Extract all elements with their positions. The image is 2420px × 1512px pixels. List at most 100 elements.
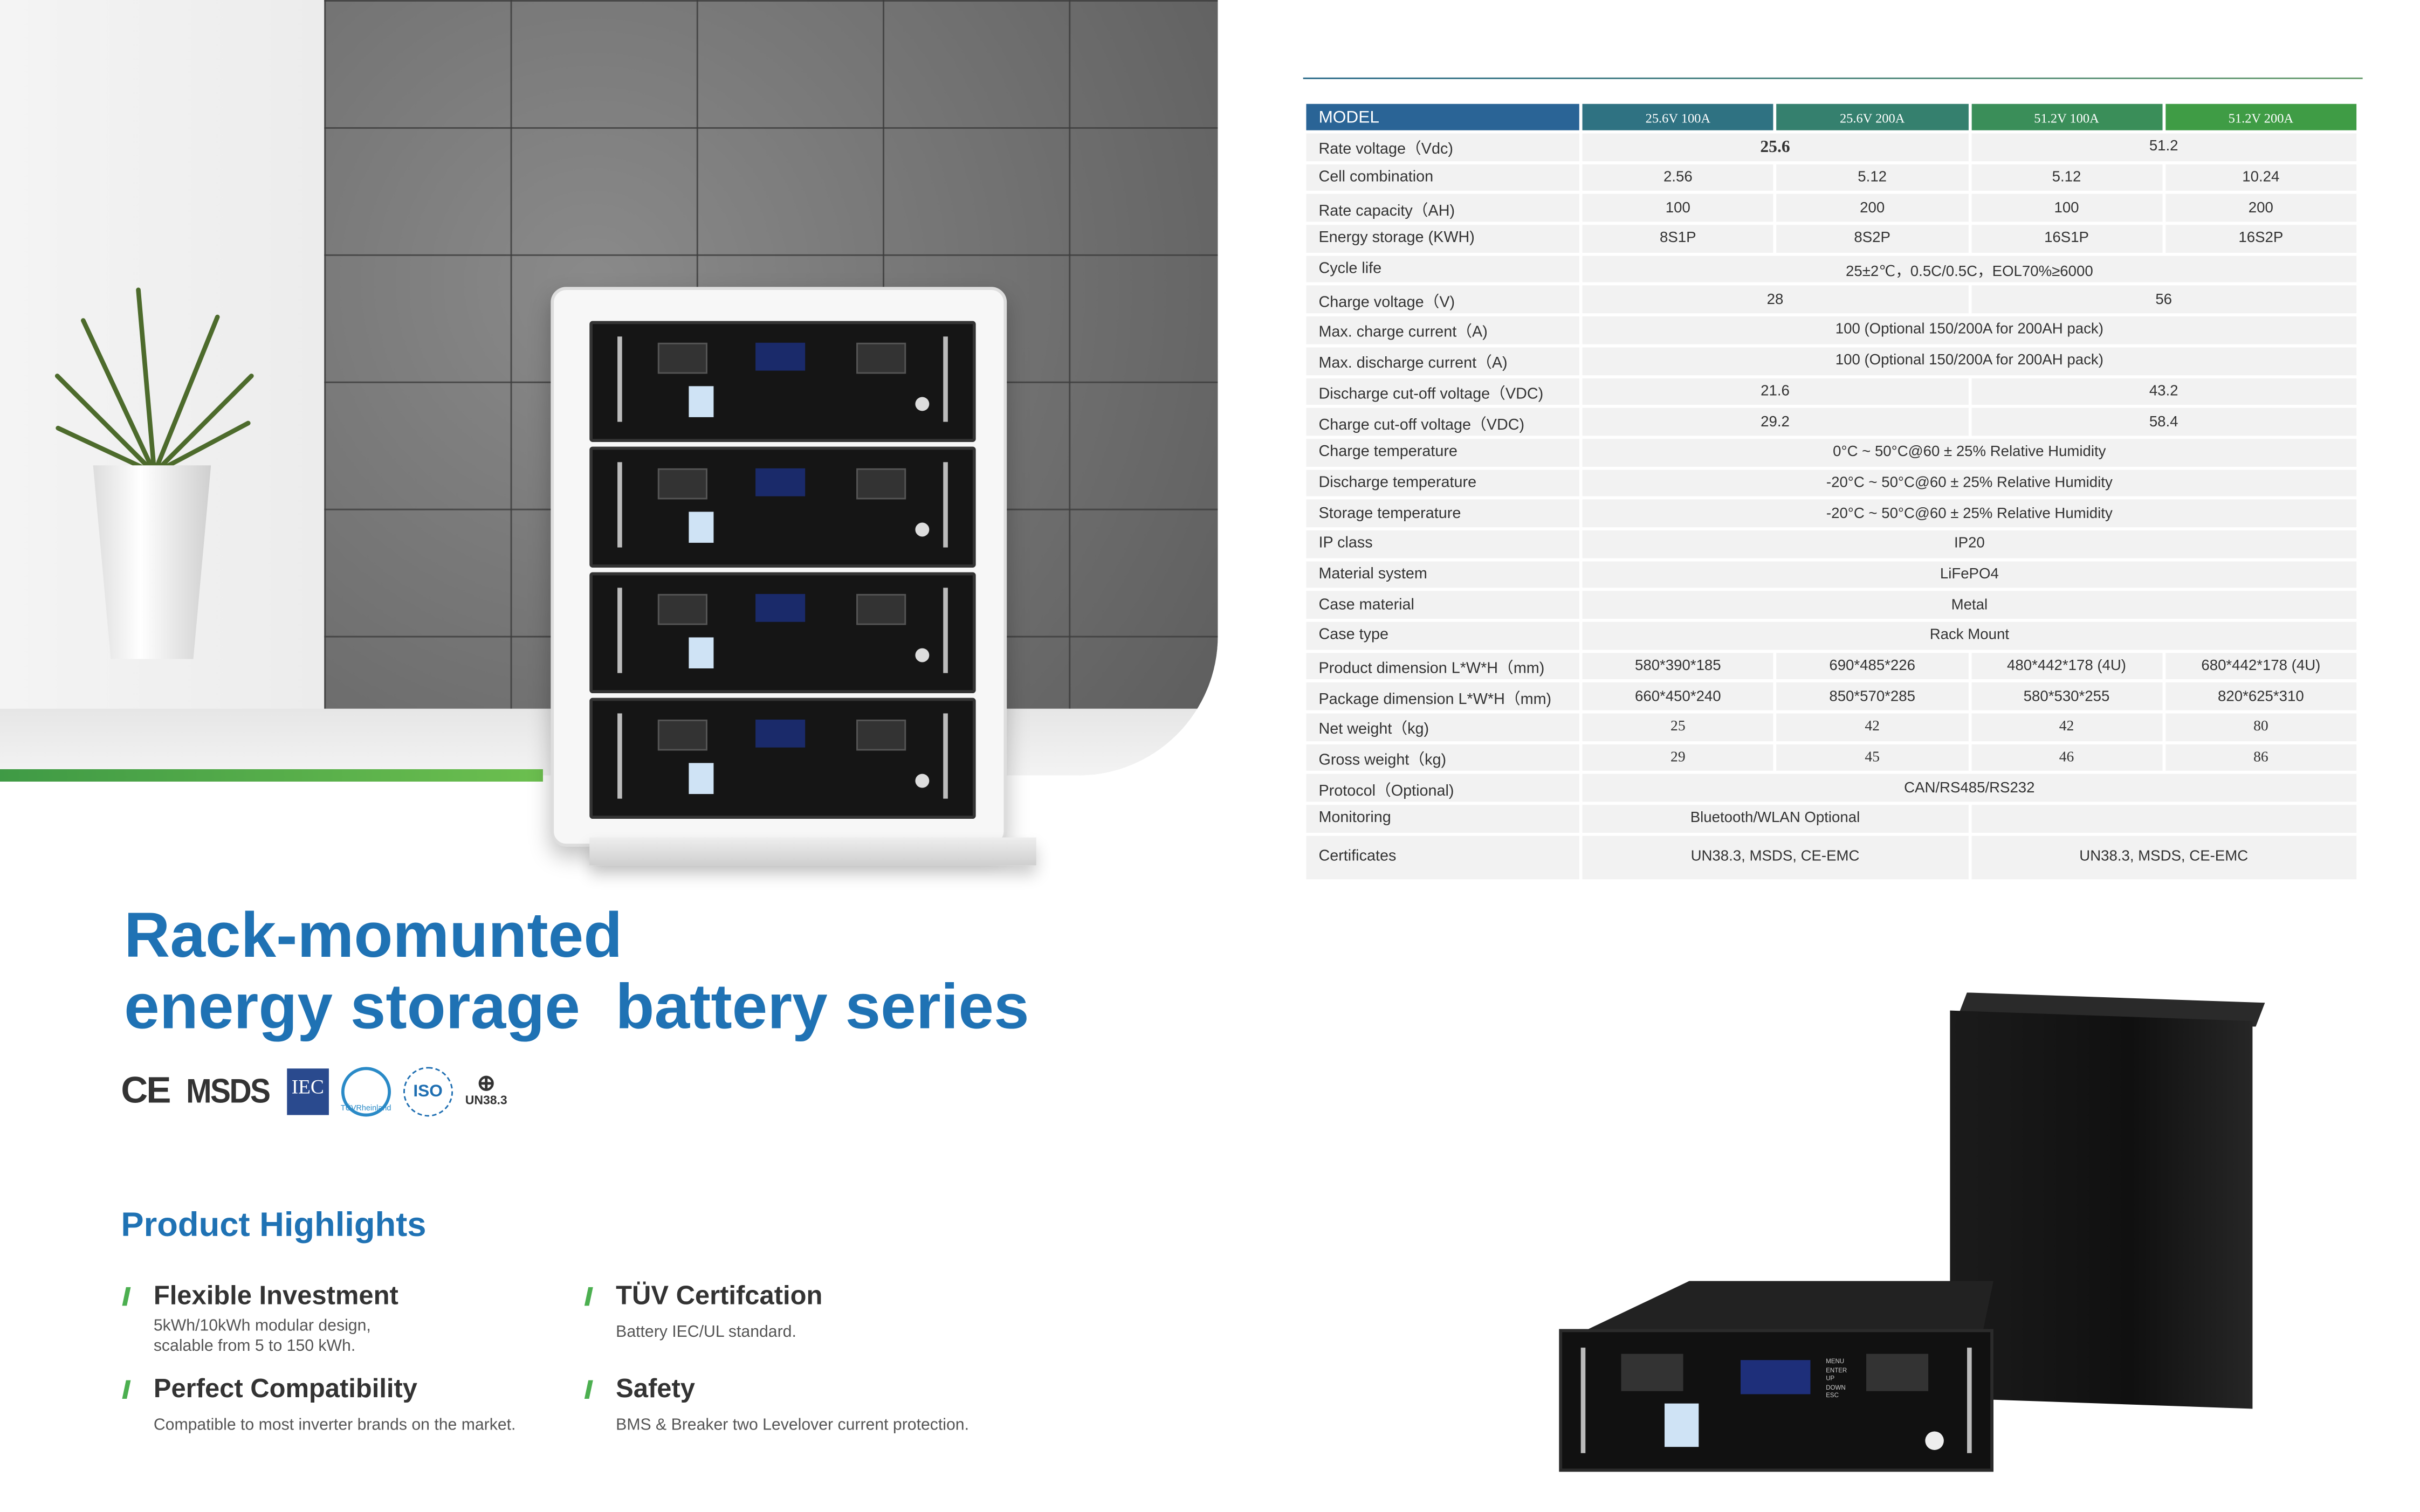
spec-value: -20°C ~ 50°C@60 ± 25% Relative Humidity — [1582, 469, 2357, 497]
spec-value: UN38.3, MSDS, CE-EMC — [1582, 836, 1968, 879]
battery-module — [589, 572, 976, 694]
spec-label: Max. discharge current（A) — [1306, 347, 1579, 375]
spec-label: Storage temperature — [1306, 500, 1579, 528]
panel-label: MENU — [1826, 1357, 1845, 1365]
spec-row: Storage temperature-20°C ~ 50°C@60 ± 25%… — [1306, 500, 2357, 528]
spec-label: Net weight（kg) — [1306, 713, 1579, 741]
spec-value: 5.12 — [1776, 164, 1968, 191]
spec-value: 86 — [2165, 744, 2357, 772]
tuv-logo: TÜVRheinland — [341, 1067, 391, 1117]
spec-row: Max. charge current（A)100 (Optional 150/… — [1306, 316, 2357, 344]
spec-value: 820*625*310 — [2165, 682, 2357, 710]
spec-label: Monitoring — [1306, 805, 1579, 833]
spec-value: CAN/RS485/RS232 — [1582, 774, 2357, 802]
un38-label: UN38.3 — [465, 1093, 507, 1108]
spec-value: 80 — [2165, 713, 2357, 741]
spec-label: Max. charge current（A) — [1306, 316, 1579, 344]
spec-value: 100 — [1971, 194, 2162, 222]
spec-label: IP class — [1306, 530, 1579, 558]
highlight-desc: 5kWh/10kWh modular design, scalable from… — [153, 1316, 371, 1356]
spec-value: 200 — [2165, 194, 2357, 222]
spec-row: Discharge temperature-20°C ~ 50°C@60 ± 2… — [1306, 469, 2357, 497]
spec-value: 29.2 — [1582, 408, 1968, 436]
bullet-bar-icon — [122, 1380, 131, 1399]
panel-label: DOWN — [1826, 1382, 1846, 1391]
spec-value: 8S1P — [1582, 225, 1774, 253]
spec-label: Product dimension L*W*H（mm) — [1306, 652, 1579, 680]
spec-label: Certificates — [1306, 836, 1579, 879]
bullet-bar-icon — [122, 1287, 131, 1306]
spec-value: 8S2P — [1776, 225, 1968, 253]
spec-value: 100 (Optional 150/200A for 200AH pack) — [1582, 347, 2357, 375]
highlights-heading: Product Highlights — [121, 1205, 427, 1244]
spec-value: 480*442*178 (4U) — [1971, 652, 2162, 680]
ce-logo: CE — [121, 1070, 171, 1112]
power-switch — [1665, 1403, 1699, 1447]
spec-value: 21.6 — [1582, 377, 1968, 405]
spec-label: Energy storage (KWH) — [1306, 225, 1579, 253]
spec-label: Rate capacity（AH) — [1306, 194, 1579, 222]
highlight-desc: Battery IEC/UL standard. — [616, 1323, 796, 1342]
rack-battery-image: MENU ENTER UP DOWN ESC — [1559, 1329, 1993, 1472]
spec-value: 42 — [1971, 713, 2162, 741]
spec-value: 51.2 — [1971, 133, 2357, 161]
bullet-bar-icon — [584, 1287, 593, 1306]
spec-value: 690*485*226 — [1776, 652, 1968, 680]
lcd-screen — [1740, 1360, 1811, 1394]
page-title-line2: energy storage battery series — [124, 971, 1029, 1042]
spec-value: Bluetooth/WLAN Optional — [1582, 805, 1968, 833]
highlight-desc: Compatible to most inverter brands on th… — [153, 1416, 516, 1435]
spec-value: 16S1P — [1971, 225, 2162, 253]
spec-value: 200 — [1776, 194, 1968, 222]
spec-label: Discharge cut-off voltage（VDC) — [1306, 377, 1579, 405]
panel-label: ENTER — [1826, 1365, 1847, 1373]
spec-value: -20°C ~ 50°C@60 ± 25% Relative Humidity — [1582, 500, 2357, 528]
spec-value: 25±2℃，0.5C/0.5C，EOL70%≥6000 — [1582, 255, 2357, 283]
header-model-4: 51.2V 200A — [2165, 103, 2357, 130]
tower-battery-image — [1950, 1010, 2253, 1409]
spec-label: Charge cut-off voltage（VDC) — [1306, 408, 1579, 436]
spec-value: 16S2P — [2165, 225, 2357, 253]
spec-value: 45 — [1776, 744, 1968, 772]
spec-value: 43.2 — [1971, 377, 2357, 405]
spec-label: Case type — [1306, 622, 1579, 650]
spec-value: Metal — [1582, 591, 2357, 619]
iso-logo: ISO — [403, 1067, 453, 1117]
spec-row: Max. discharge current（A)100 (Optional 1… — [1306, 347, 2357, 375]
battery-module — [589, 321, 976, 442]
spec-value: 10.24 — [2165, 164, 2357, 191]
spec-value: IP20 — [1582, 530, 2357, 558]
spec-value: 56 — [1971, 286, 2357, 314]
spec-value: 28 — [1582, 286, 1968, 314]
spec-value: 660*450*240 — [1582, 682, 1774, 710]
plant-pot — [93, 465, 211, 659]
spec-value: 42 — [1776, 713, 1968, 741]
spec-value: 58.4 — [1971, 408, 2357, 436]
spec-label: Material system — [1306, 561, 1579, 589]
spec-label: Discharge temperature — [1306, 469, 1579, 497]
spec-label: Rate voltage（Vdc) — [1306, 133, 1579, 161]
spec-value: 46 — [1971, 744, 2162, 772]
spec-label: Case material — [1306, 591, 1579, 619]
bullet-bar-icon — [584, 1380, 593, 1399]
cabinet-base — [589, 837, 1036, 866]
iec-logo: IEC — [286, 1068, 329, 1115]
spec-value: 100 (Optional 150/200A for 200AH pack) — [1582, 316, 2357, 344]
spec-value: 680*442*178 (4U) — [2165, 652, 2357, 680]
plant-image — [54, 256, 255, 475]
spec-label: Cycle life — [1306, 255, 1579, 283]
